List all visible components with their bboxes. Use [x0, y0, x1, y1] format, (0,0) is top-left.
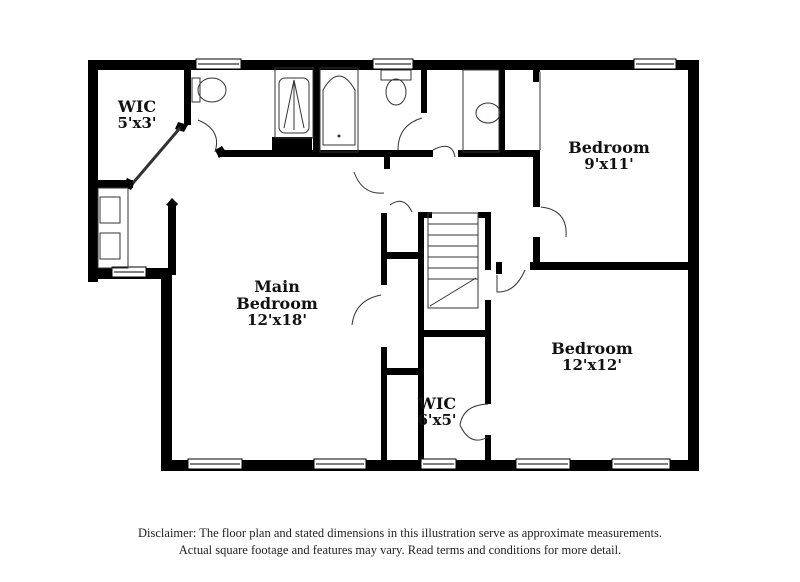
room-dimensions: 12'x18': [247, 310, 307, 329]
disclaimer-line2: Actual square footage and features may v…: [178, 543, 622, 557]
sink-icon: [462, 69, 501, 153]
room-label-bedroom-lower: Bedroom 12'x12': [551, 339, 633, 374]
room-name: Bedroom: [551, 339, 633, 358]
room-name-line1: Main: [254, 277, 300, 296]
windows: [111, 58, 677, 470]
toilet-icon: [191, 77, 227, 103]
room-label-main-bedroom: Main Bedroom 12'x18': [236, 277, 318, 329]
interior-walls: [88, 60, 699, 465]
room-name-line2: Bedroom: [236, 293, 318, 313]
disclaimer-line1: Disclaimer: The floor plan and stated di…: [138, 526, 662, 540]
disclaimer: Disclaimer: The floor plan and stated di…: [0, 525, 800, 559]
stairs: [427, 212, 479, 309]
toilet-icon: [380, 69, 412, 106]
room-dimensions: 5'x3': [117, 113, 157, 132]
room-name: WIC: [417, 394, 457, 413]
room-dimensions: 9'x11': [584, 154, 634, 173]
room-dimensions: 12'x12': [562, 355, 622, 374]
room-label-wic-small: WIC 5'x3': [117, 97, 157, 132]
vanity-sink-icon: [97, 187, 129, 269]
room-label-wic-large: WIC 6'x5': [417, 394, 457, 429]
room-label-bedroom-upper: Bedroom 9'x11': [568, 138, 650, 173]
fixtures: [97, 67, 541, 269]
room-dimensions: 6'x5': [417, 410, 457, 429]
door-swings: [197, 117, 567, 441]
bathtub-icon: [319, 67, 359, 153]
room-name: WIC: [117, 97, 157, 116]
room-name: Bedroom: [568, 138, 650, 157]
shower-icon: [274, 67, 314, 139]
